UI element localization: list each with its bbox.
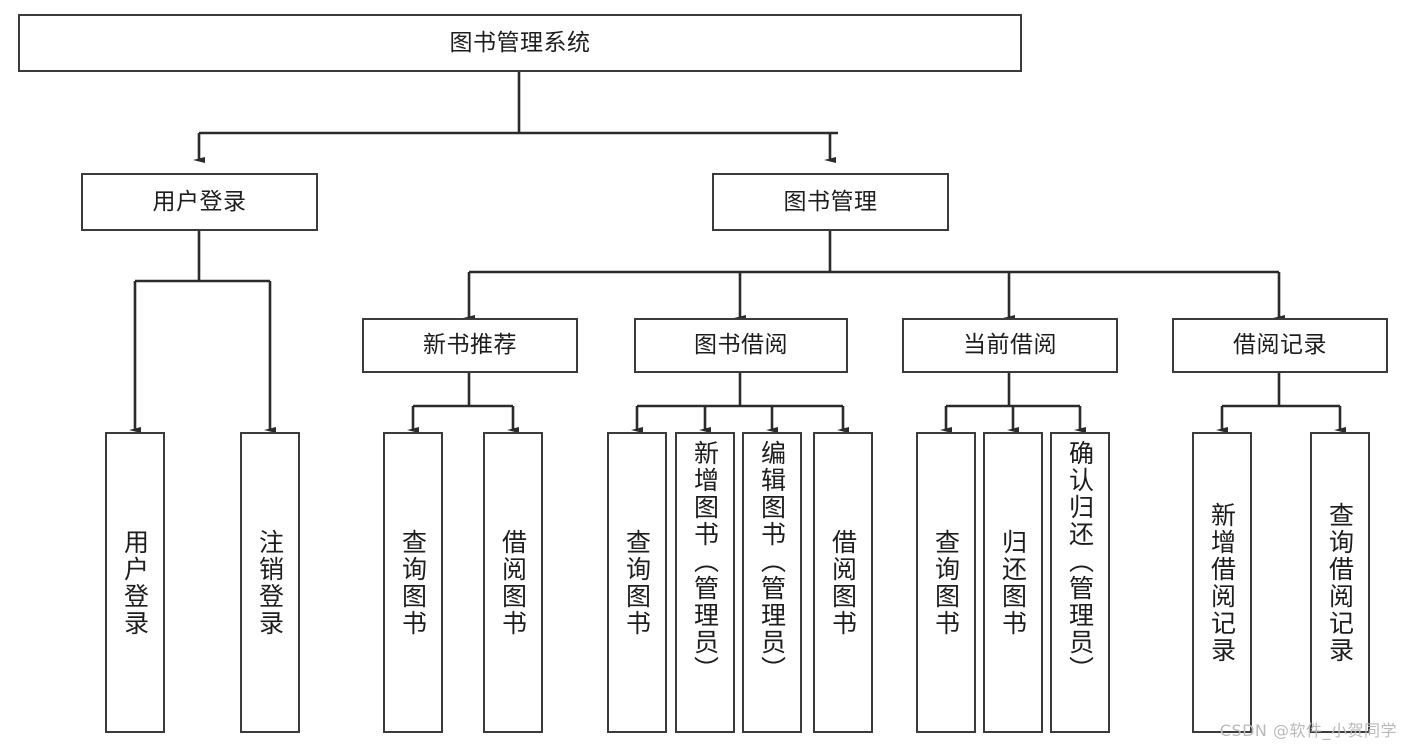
- leaf-current-query-book-label: 查询图书: [931, 528, 961, 637]
- leaf-records-add-record-label: 新增借阅记录: [1207, 501, 1237, 664]
- node-book-borrow[interactable]: 图书借阅: [634, 318, 848, 373]
- node-user-login[interactable]: 用户登录: [81, 173, 318, 231]
- leaf-user-login[interactable]: 用户登录: [105, 432, 165, 733]
- node-new-book-recommend[interactable]: 新书推荐: [362, 318, 578, 373]
- node-book-management[interactable]: 图书管理: [712, 173, 949, 231]
- node-book-management-label: 图书管理: [783, 188, 878, 215]
- node-borrow-records[interactable]: 借阅记录: [1172, 318, 1388, 373]
- leaf-borrow-query-book-label: 查询图书: [622, 528, 652, 637]
- node-book-borrow-label: 图书借阅: [694, 332, 788, 359]
- leaf-newbook-query-book[interactable]: 查询图书: [383, 432, 443, 733]
- leaf-user-logout-label: 注销登录: [255, 528, 285, 637]
- leaf-borrow-query-book[interactable]: 查询图书: [607, 432, 667, 733]
- node-current-borrow[interactable]: 当前借阅: [902, 318, 1118, 373]
- node-new-book-recommend-label: 新书推荐: [423, 332, 517, 359]
- leaf-records-query-record[interactable]: 查询借阅记录: [1310, 432, 1370, 733]
- node-root-label: 图书管理系统: [449, 29, 591, 56]
- leaf-borrow-borrow-book[interactable]: 借阅图书: [813, 432, 873, 733]
- node-root[interactable]: 图书管理系统: [18, 14, 1022, 72]
- leaf-newbook-borrow-book[interactable]: 借阅图书: [483, 432, 543, 733]
- leaf-current-return-book[interactable]: 归还图书: [983, 432, 1043, 733]
- leaf-current-query-book[interactable]: 查询图书: [916, 432, 976, 733]
- leaf-current-return-book-label: 归还图书: [998, 528, 1028, 637]
- leaf-records-add-record[interactable]: 新增借阅记录: [1192, 432, 1252, 733]
- leaf-current-confirm-return-admin[interactable]: 确认归还（管理员）: [1050, 432, 1110, 733]
- leaf-borrow-edit-book-admin[interactable]: 编辑图书（管理员）: [742, 432, 802, 733]
- leaf-borrow-borrow-book-label: 借阅图书: [828, 528, 858, 637]
- leaf-newbook-query-book-label: 查询图书: [398, 528, 428, 637]
- node-current-borrow-label: 当前借阅: [963, 332, 1057, 359]
- node-borrow-records-label: 借阅记录: [1233, 332, 1327, 359]
- leaf-borrow-edit-book-admin-label: 编辑图书（管理员）: [757, 440, 787, 683]
- leaf-records-query-record-label: 查询借阅记录: [1325, 501, 1355, 664]
- watermark: CSDN @软件_小贺同学: [1219, 721, 1397, 740]
- node-user-login-label: 用户登录: [152, 188, 247, 215]
- leaf-borrow-add-book-admin-label: 新增图书（管理员）: [690, 440, 720, 683]
- leaf-borrow-add-book-admin[interactable]: 新增图书（管理员）: [675, 432, 735, 733]
- leaf-newbook-borrow-book-label: 借阅图书: [498, 528, 528, 637]
- leaf-user-login-label: 用户登录: [120, 528, 150, 637]
- leaf-user-logout[interactable]: 注销登录: [240, 432, 300, 733]
- leaf-current-confirm-return-admin-label: 确认归还（管理员）: [1065, 440, 1095, 683]
